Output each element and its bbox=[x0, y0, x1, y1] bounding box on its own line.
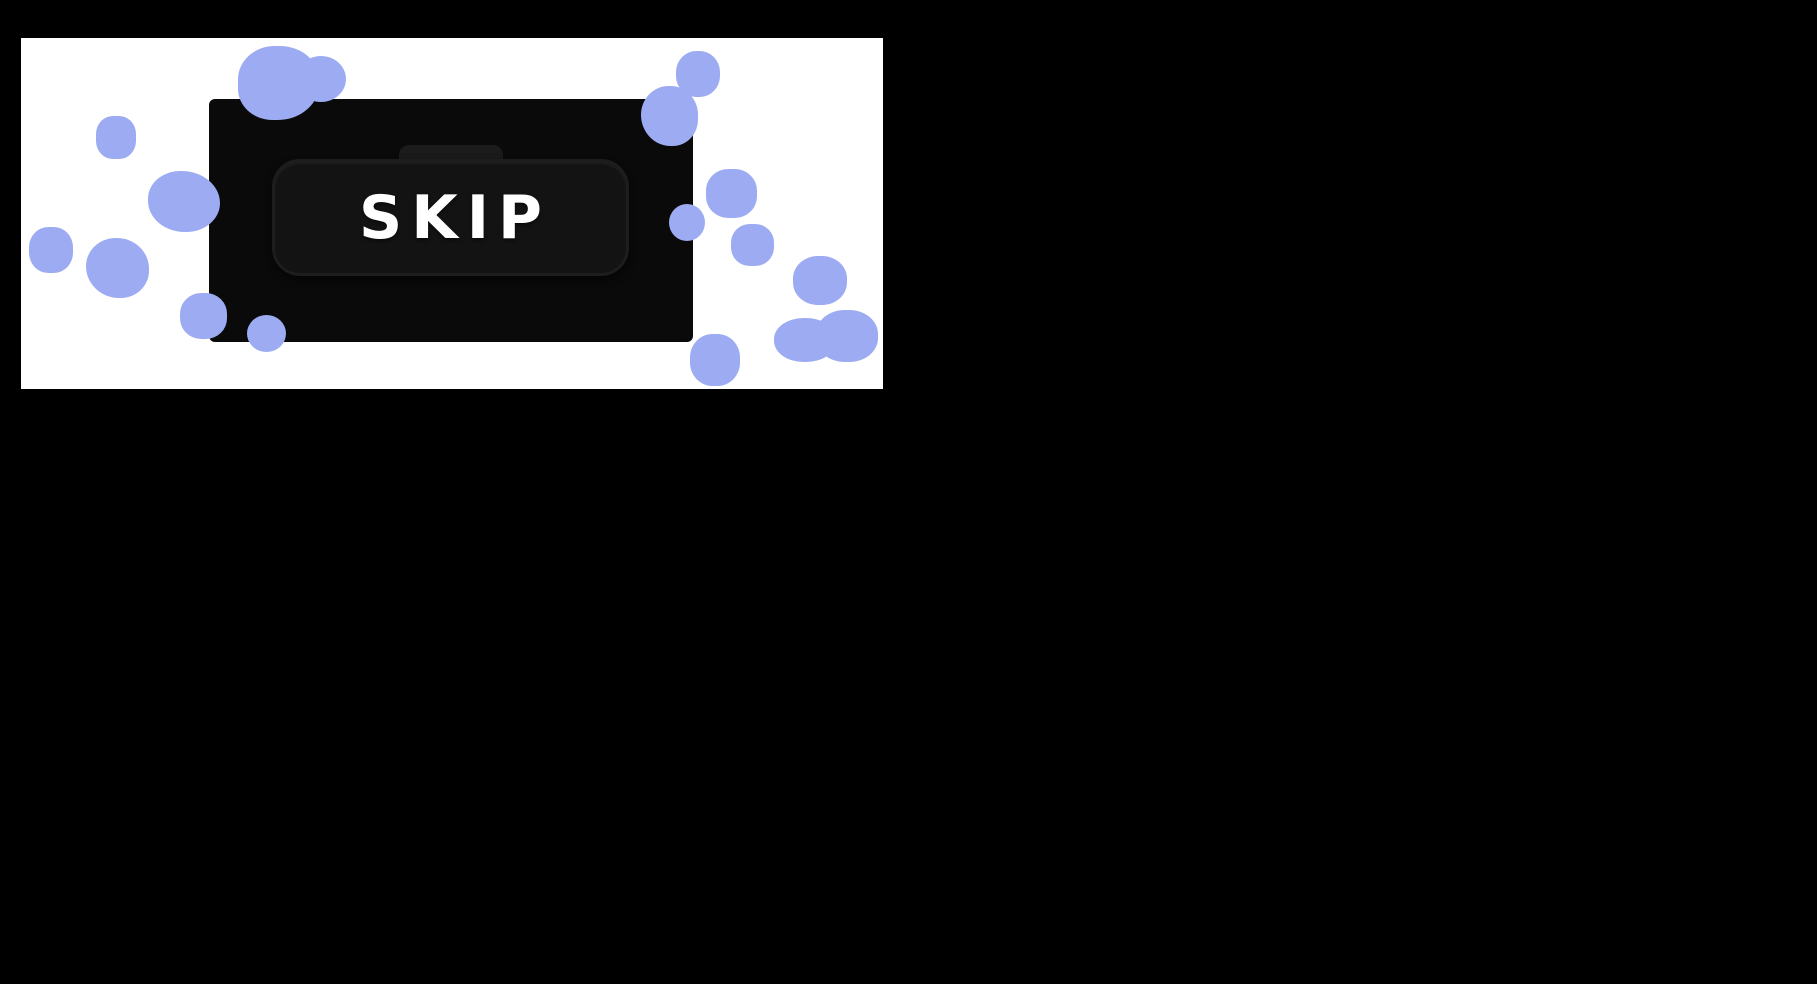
skip-button-label: SKIP bbox=[358, 182, 551, 253]
skip-button[interactable]: SKIP bbox=[272, 159, 629, 276]
drawing-canvas[interactable]: SKIP bbox=[21, 38, 883, 389]
skip-panel: SKIP bbox=[209, 99, 693, 342]
